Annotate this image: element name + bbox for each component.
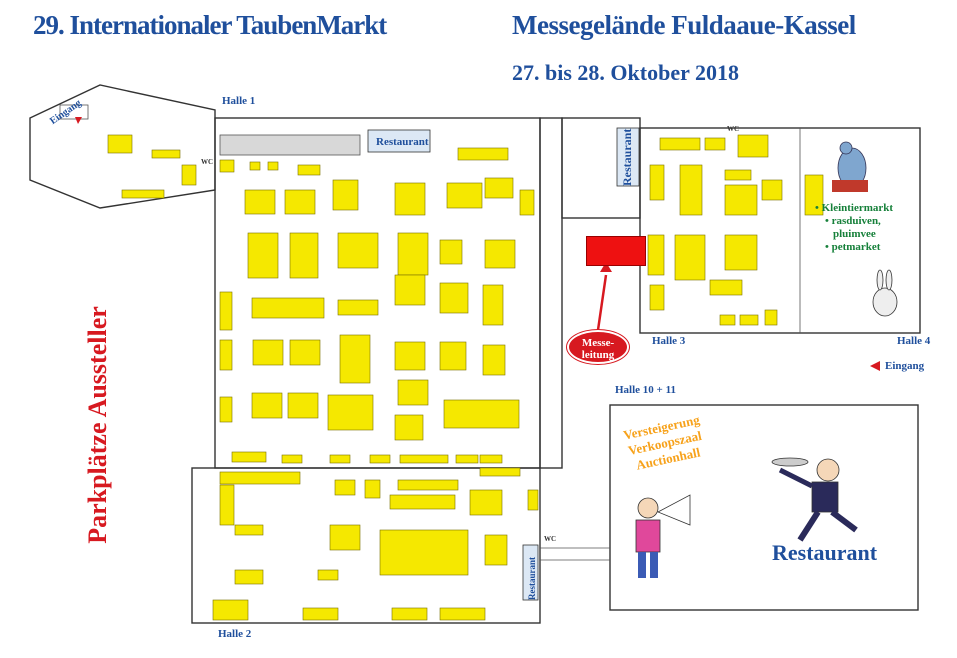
- exhibitor-parking-label: Parkplätze Aussteller: [83, 306, 112, 544]
- hall-2-label: Halle 2: [218, 628, 252, 640]
- wc-hall2: WC: [544, 535, 557, 543]
- hall-3-outline: [639, 127, 921, 334]
- restaurant-hall1-label: Restaurant: [376, 136, 429, 148]
- event-title: 29. Internationaler TaubenMarkt: [33, 10, 387, 40]
- hall-10-11-label: Halle 10 + 11: [615, 384, 676, 396]
- wc-hall3: WC: [727, 125, 740, 133]
- venue-title: Messegelände Fuldaaue-Kassel: [512, 10, 856, 40]
- hall-10-11-outline: [609, 404, 919, 611]
- hall-2-stands: [212, 467, 539, 621]
- restaurant-hall3-label: Restaurant: [620, 128, 634, 186]
- restaurant-hall2-label: Restaurant: [527, 557, 537, 600]
- hall-3-label: Halle 3: [652, 335, 686, 347]
- entrance-wing: [29, 84, 216, 209]
- hall-1-stands: [219, 147, 535, 464]
- event-date: 27. bis 28. Oktober 2018: [512, 60, 739, 85]
- wc-hall1: WC: [201, 158, 214, 166]
- restaurant-hall10-label: Restaurant: [772, 540, 878, 565]
- messeleitung-office: [586, 236, 646, 266]
- hall-4-label: Halle 4: [897, 335, 931, 347]
- hall-1-label: Halle 1: [222, 95, 256, 107]
- entrance-right-label: Eingang: [885, 360, 925, 372]
- messeleitung-label: Messe- leitung: [567, 330, 629, 364]
- kleintiermarkt-list: • Kleintiermarkt • rasduiven, pluimvee •…: [815, 202, 894, 253]
- hall-3-stands: [647, 134, 824, 326]
- hall-2-outline: [191, 467, 541, 624]
